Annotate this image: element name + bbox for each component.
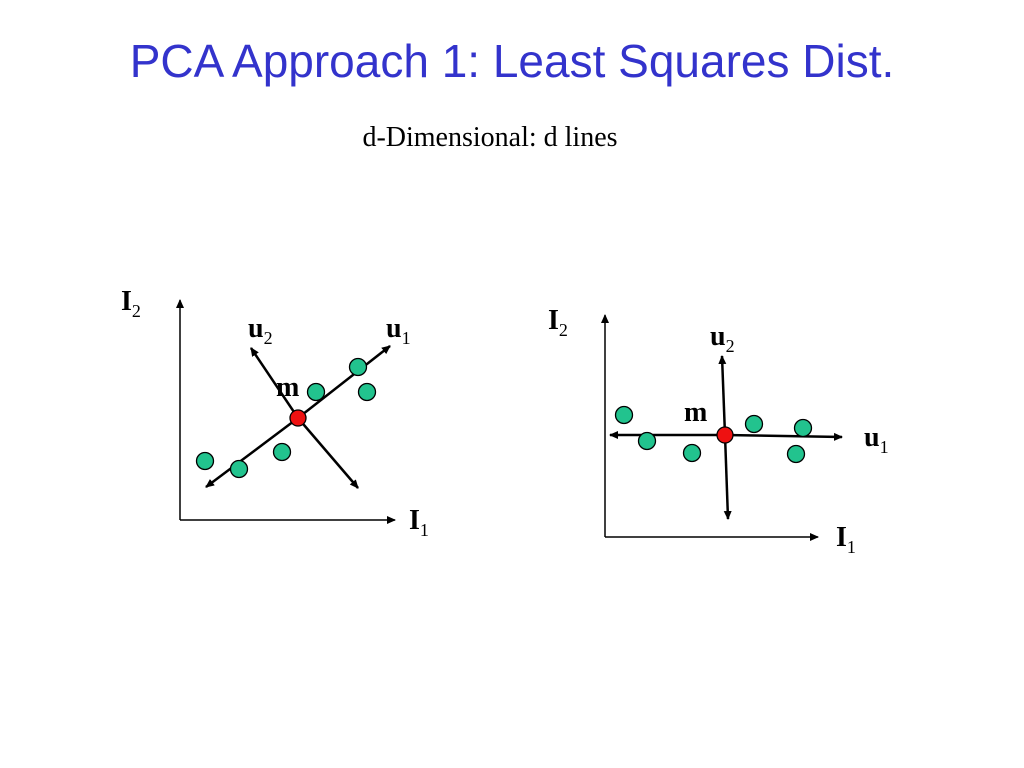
data-point — [272, 442, 292, 462]
right-mean-point — [716, 426, 734, 444]
data-point — [786, 444, 806, 464]
left-u2-vector-forward — [249, 347, 300, 419]
left-data-points — [195, 357, 377, 479]
right-y-axis-label: I2 — [548, 305, 568, 340]
slide-title: PCA Approach 1: Least Squares Dist. — [129, 35, 895, 87]
data-point — [306, 382, 326, 402]
left-vectors — [205, 345, 391, 489]
left-y-axis-label: I2 — [121, 286, 141, 321]
left-u2-label: u2 — [248, 313, 273, 348]
left-u2-vector-backward — [297, 417, 359, 489]
data-point — [195, 451, 215, 471]
data-point — [357, 382, 377, 402]
right-axes — [601, 314, 819, 541]
left-diagram: I2 I1 u1 u2 m — [121, 286, 429, 540]
data-point — [682, 443, 702, 463]
right-x-axis-label: I1 — [836, 522, 856, 557]
data-point — [614, 405, 634, 425]
left-mean-point — [289, 409, 307, 427]
right-u2-vector-forward — [718, 355, 727, 436]
left-axes — [176, 299, 396, 524]
right-u1-label: u1 — [864, 422, 889, 457]
right-u2-vector-backward — [723, 434, 732, 520]
right-vectors — [609, 355, 843, 520]
right-u1-vector-forward — [724, 432, 843, 441]
right-mean-label: m — [684, 397, 707, 428]
left-u1-vector-backward — [205, 417, 299, 488]
slide-subtitle: d-Dimensional: d lines — [362, 122, 618, 153]
data-point — [637, 431, 657, 451]
data-point — [348, 357, 368, 377]
data-point — [744, 414, 764, 434]
data-point — [793, 418, 813, 438]
left-u1-vector-forward — [297, 345, 391, 419]
right-data-points — [614, 405, 813, 464]
right-diagram: I2 I1 u1 u2 m — [548, 305, 889, 557]
left-mean-label: m — [276, 372, 299, 403]
right-u2-label: u2 — [710, 321, 735, 356]
left-u1-label: u1 — [386, 313, 411, 348]
left-x-axis-label: I1 — [409, 505, 429, 540]
data-point — [229, 459, 249, 479]
